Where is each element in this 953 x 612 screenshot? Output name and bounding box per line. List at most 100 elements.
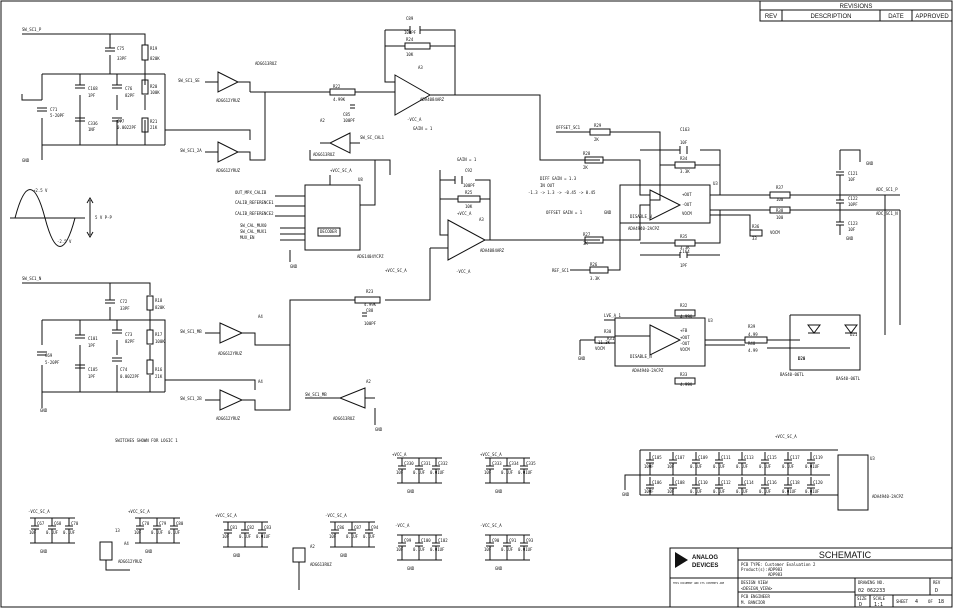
svg-text:R24: R24 [406, 37, 414, 42]
svg-text:R30: R30 [604, 329, 612, 334]
small-decoupling-groups: +VCC_AC33010FC3310.1UFC3320.01UFGND+VCC_… [28, 452, 536, 571]
cap-value: 0.1UF [413, 547, 426, 552]
rev-header: REV [765, 14, 777, 20]
cap-ref: C331 [421, 461, 431, 466]
svg-text:BAS40-06TL: BAS40-06TL [780, 372, 805, 377]
svg-text:820K: 820K [155, 305, 165, 310]
svg-text:OF: OF [928, 599, 933, 604]
svg-text:4.99: 4.99 [748, 332, 758, 337]
cap-value: 0.01UF [518, 547, 533, 552]
svg-text:-VCC_SC_A: -VCC_SC_A [480, 523, 502, 528]
analog-devices-logo-icon [675, 552, 688, 568]
svg-text:SW_CAL_MUX0: SW_CAL_MUX0 [240, 223, 267, 228]
svg-text:3.3K: 3.3K [590, 276, 600, 281]
svg-text:0.0022PF: 0.0022PF [117, 125, 137, 130]
svg-text:10K: 10K [465, 204, 473, 209]
cap-ref: C86 [337, 525, 345, 530]
svg-text:1PF: 1PF [88, 343, 96, 348]
svg-text:DEVICES: DEVICES [692, 563, 718, 569]
svg-text:100PF: 100PF [343, 118, 356, 123]
svg-text:-OUT: -OUT [680, 341, 690, 346]
cap-ref: C117 [790, 455, 800, 460]
svg-text:ADG612YRUZ: ADG612YRUZ [216, 98, 241, 103]
svg-text:OFFSET GAIN = 1: OFFSET GAIN = 1 [546, 210, 583, 215]
svg-text:C123: C123 [848, 221, 858, 226]
cap-ref: C90 [492, 538, 500, 543]
svg-text:GND: GND [22, 158, 30, 163]
svg-text:C76: C76 [125, 86, 133, 91]
svg-text:ADP983: ADP983 [768, 567, 783, 572]
svg-text:SCALE: SCALE [873, 596, 886, 601]
svg-text:THIS DOCUMENT AND ITS CONTENTS: THIS DOCUMENT AND ITS CONTENTS ARE [673, 581, 725, 585]
svg-text:MUX_EN: MUX_EN [240, 235, 255, 240]
svg-text:ADP983: ADP983 [768, 572, 783, 577]
cap-value: 0.1UF [151, 530, 164, 535]
cap-ref: C116 [767, 480, 777, 485]
cap-value: 0.01UF [430, 547, 445, 552]
svg-text:A2: A2 [310, 544, 315, 549]
svg-text:10F: 10F [848, 177, 856, 182]
svg-text:18: 18 [938, 599, 944, 605]
svg-text:C85: C85 [343, 112, 351, 117]
svg-text:R32: R32 [680, 303, 688, 308]
svg-text:C168: C168 [88, 86, 98, 91]
svg-text:-1.3 -> 1.3 -> -0.45 -> 0.45: -1.3 -> 1.3 -> -0.45 -> 0.45 [528, 190, 596, 195]
svg-text:C163: C163 [680, 127, 690, 132]
revisions-table: REVISIONS REV DESCRIPTION DATE APPROVED [759, 0, 953, 22]
svg-text:ADG613RUZ: ADG613RUZ [313, 152, 335, 157]
cap-ref: C100 [421, 538, 431, 543]
cap-ref: C94 [371, 525, 379, 530]
cap-ref: C91 [509, 538, 517, 543]
svg-text:OFFSET_SC1: OFFSET_SC1 [556, 125, 581, 130]
svg-text:-2.5 V: -2.5 V [57, 239, 72, 244]
cap-value: 10F [329, 534, 337, 539]
svg-text:VOCM: VOCM [682, 211, 692, 216]
cap-value: 0.1UF [690, 489, 703, 494]
svg-text:GND: GND [40, 408, 48, 413]
svg-text:100: 100 [776, 197, 784, 202]
svg-text:+VCC_SC_A: +VCC_SC_A [330, 168, 352, 173]
svg-text:R22: R22 [333, 84, 341, 89]
cap-value: 0.1UF [63, 530, 76, 535]
svg-text:R25: R25 [465, 190, 473, 195]
svg-text:A4: A4 [124, 541, 129, 546]
svg-text:1PF: 1PF [88, 374, 96, 379]
svg-text:C74: C74 [120, 367, 128, 372]
cap-value: 0.01UF [805, 464, 820, 469]
svg-text:SW_SC1_2A: SW_SC1_2A [180, 148, 202, 153]
description-header: DESCRIPTION [810, 14, 851, 20]
diff-amp-u3-bottom: U3 +FB +OUT -OUT VOCM DISABLE_N ADA4940-… [578, 303, 850, 387]
svg-text:D21: D21 [850, 332, 858, 337]
cap-ref: C68 [54, 521, 62, 526]
svg-text:<DESIGN_VIEW>: <DESIGN_VIEW> [741, 586, 773, 591]
svg-text:5-20PF: 5-20PF [50, 113, 65, 118]
svg-text:GND: GND [407, 489, 415, 494]
svg-text:ADG612YRUZ: ADG612YRUZ [216, 416, 241, 421]
svg-text:A4: A4 [258, 314, 263, 319]
decoupling-cap: C100 0.1UF [413, 535, 431, 560]
svg-text:GND: GND [495, 489, 503, 494]
cap-value: 10F [29, 530, 37, 535]
opamp-a3-top: R22 4.99K C85 100PF C89 100PF R24 10K A3… [290, 16, 600, 161]
svg-text:VOCM: VOCM [680, 347, 690, 352]
svg-text:ADA4940-2ACPZ: ADA4940-2ACPZ [628, 226, 660, 231]
svg-text:R40: R40 [748, 341, 756, 346]
cap-value: 0.1UF [713, 464, 726, 469]
svg-text:+VCC_SC_A: +VCC_SC_A [480, 452, 502, 457]
cap-value: 100F [644, 464, 654, 469]
svg-text:ADC_SC1_P: ADC_SC1_P [876, 187, 898, 192]
svg-text:C71: C71 [50, 107, 58, 112]
svg-text:-VCC_A: -VCC_A [395, 523, 410, 528]
